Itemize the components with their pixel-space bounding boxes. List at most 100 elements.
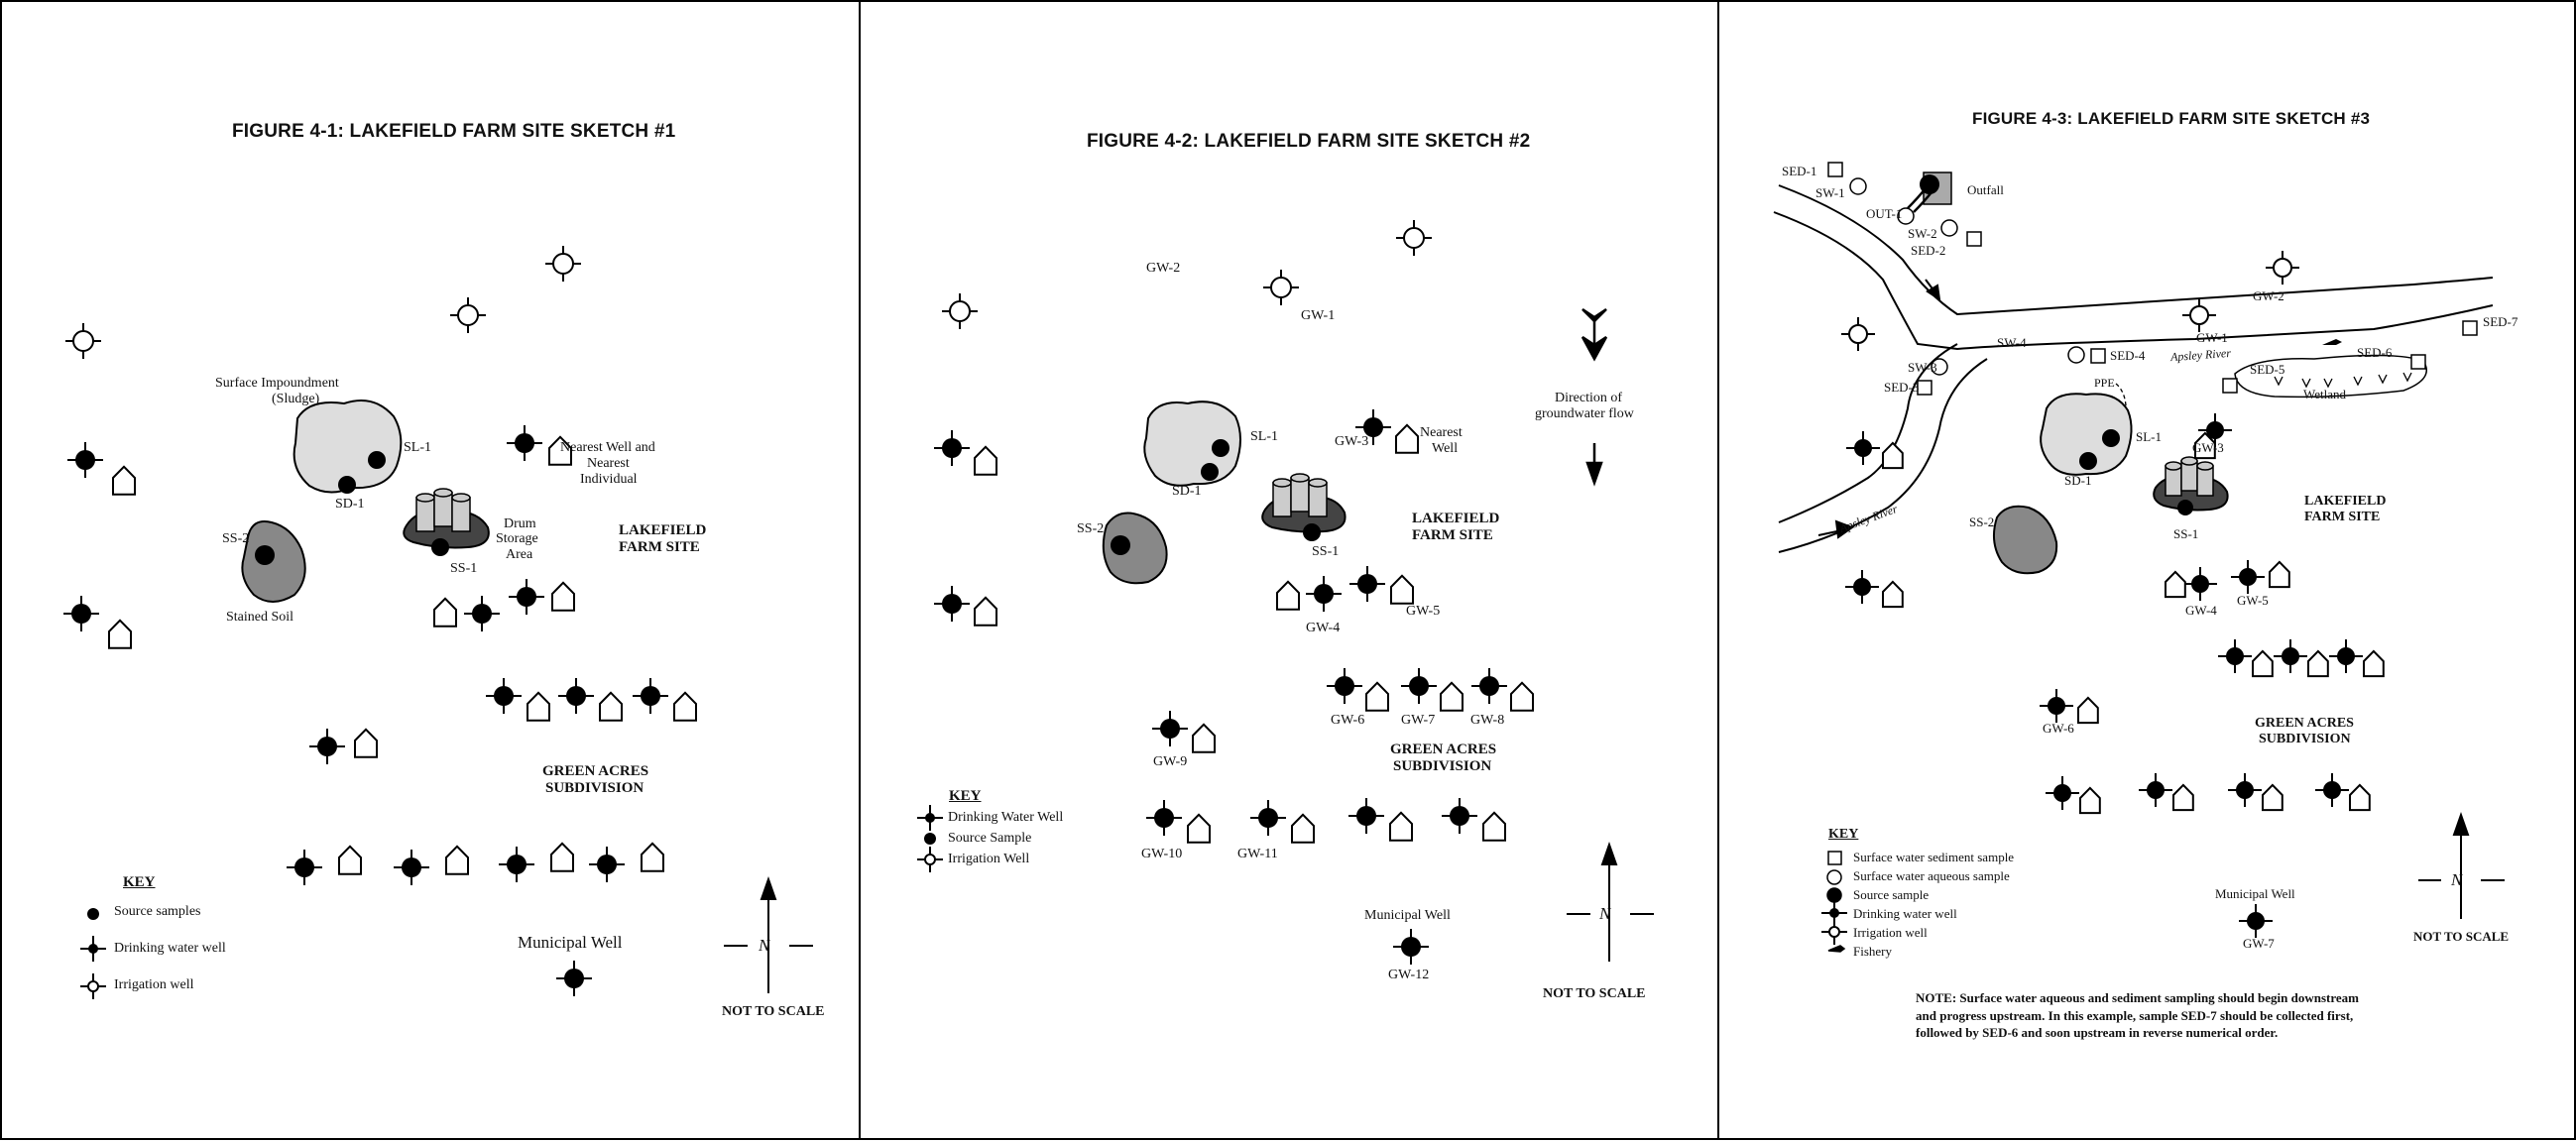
house-icon [548,435,572,466]
ss-2-sample-icon [255,545,275,565]
sw-1-label: SW-1 [1815,185,1845,200]
drinking-water-well-icon [2046,776,2079,810]
drum-label: Drum [504,516,536,531]
gw-11-label: GW-11 [1237,847,1278,861]
drinking-water-well-icon [1355,409,1391,445]
ppe-boundary [2115,383,2127,419]
surface-impoundment-label: Surface Impoundment [215,376,339,391]
gw-6-label: GW-6 [2043,721,2074,736]
figure-2-sketch [1102,307,1654,962]
key-drinking-water-well: Drinking water well [1853,906,1957,921]
sd-1-label: SD-1 [1172,484,1202,499]
flow-label-1: Direction of [1555,391,1623,405]
key-drinking-water-well: Drinking water well [114,941,226,956]
not-to-scale-label: NOT TO SCALE [1543,986,1646,1001]
figure-2-title: FIGURE 4-2: LAKEFIELD FARM SITE SKETCH #… [1087,131,1531,152]
key-heading: KEY [123,874,156,890]
figure-1-title: FIGURE 4-1: LAKEFIELD FARM SITE SKETCH #… [232,121,676,142]
key-aqueous-circle-icon [1826,869,1842,885]
sd-1-sample-icon [1201,463,1219,481]
figure-4-3-panel: FIGURE 4-3: LAKEFIELD FARM SITE SKETCH #… [1717,0,2576,1140]
stained-soil-label: Stained Soil [226,610,294,625]
sl-1-label: SL-1 [1250,429,1278,444]
drinking-water-well-icon [1250,800,1286,836]
ss-2-label: SS-2 [1969,514,1995,529]
green-acres-label: GREEN ACRES [542,763,649,779]
house-icon [1510,681,1534,712]
key-fishery-icon [1827,945,1846,953]
house-icon [1390,574,1414,605]
nearest-well-label-3: Individual [580,472,638,487]
drinking-water-well-icon [934,430,970,466]
drinking-water-well-icon [287,850,322,885]
drinking-water-well-icon [309,729,345,764]
sl-1-label: SL-1 [2136,429,2162,444]
figure-1-symbols [63,246,697,999]
drinking-water-well-icon [558,678,594,714]
drinking-water-well-icon [2231,560,2265,594]
key-fishery: Fishery [1853,944,1892,959]
river-flow-arrow-icon [1817,279,1941,539]
stained-soil-blob [241,520,306,603]
drinking-water-well-icon [1349,566,1385,602]
gw-5-label: GW-5 [2237,593,2269,608]
key-symbols [1826,851,1846,953]
irrigation-well-icon [917,847,943,872]
note-line-2: and progress upstream. In this example, … [1916,1007,2354,1023]
gw-10-label: GW-10 [1141,847,1183,861]
subdivision-label: SUBDIVISION [545,780,644,796]
subdivision-label: SUBDIVISION [1393,758,1492,774]
drinking-water-well-icon [1348,798,1384,834]
sed-2-label: SED-2 [1911,243,1946,258]
note-line-1: NOTE: Surface water aqueous and sediment… [1916,990,2359,1005]
house-icon [1482,811,1506,842]
sl-1-label: SL-1 [404,440,431,455]
house-icon [1389,811,1413,842]
note-line-3: followed by SED-6 and soon upstream in r… [1916,1025,2279,1041]
drum-icon [2165,456,2214,497]
farm-site-label: FARM SITE [619,539,700,555]
sed-6-label: SED-6 [2357,345,2393,360]
irrigation-well-icon [2182,298,2216,332]
house-icon [2269,560,2290,589]
figure-1-sketch [241,400,813,993]
sed-4-label: SED-4 [2110,348,2146,363]
sw-3-label: SW-3 [1908,360,1937,375]
house-icon [2252,649,2274,678]
ss-1-sample-icon [431,538,449,556]
gw-6-label: GW-6 [1331,713,1365,728]
sl-1-sample-icon [1212,439,1229,457]
drinking-water-well-icon [556,961,592,996]
drinking-water-well-icon [1821,900,1847,926]
ss-1-label: SS-1 [2173,526,2199,541]
gw-7-label: GW-7 [2243,936,2275,951]
ss-2-sample-icon [1111,535,1130,555]
irrigation-well-icon [545,246,581,282]
municipal-well-label: Municipal Well [518,933,623,952]
lakefield-site-label: LAKEFIELD [1412,511,1500,526]
ss-2-label: SS-2 [1077,521,1105,536]
house-icon [112,465,136,496]
house-icon [1187,813,1211,844]
gw-1-label: GW-1 [2196,330,2228,345]
house-icon [354,728,378,758]
drinking-water-well-icon [917,805,943,831]
ss-1-sample-icon [1303,523,1321,541]
irrigation-well-icon [450,297,486,333]
outfall-icon [1907,171,1952,213]
drinking-water-well-icon [394,850,429,885]
sed-5-label: SED-5 [2250,362,2285,377]
drinking-water-well-icon [2218,639,2252,673]
house-icon [2262,783,2283,812]
house-icon [2194,431,2216,460]
drinking-water-well-icon [1327,668,1362,704]
house-icon [974,445,997,476]
house-icon [1192,723,1216,753]
north-arrow-icon [1567,841,1654,962]
gw-2-label: GW-2 [1146,261,1181,276]
sed-1-label: SED-1 [1782,164,1817,178]
north-label: N [2451,870,2463,889]
north-arrow-icon [724,875,813,993]
figure-4-2-panel: FIGURE 4-2: LAKEFIELD FARM SITE SKETCH #… [859,0,1719,1140]
north-label: N [759,936,770,955]
